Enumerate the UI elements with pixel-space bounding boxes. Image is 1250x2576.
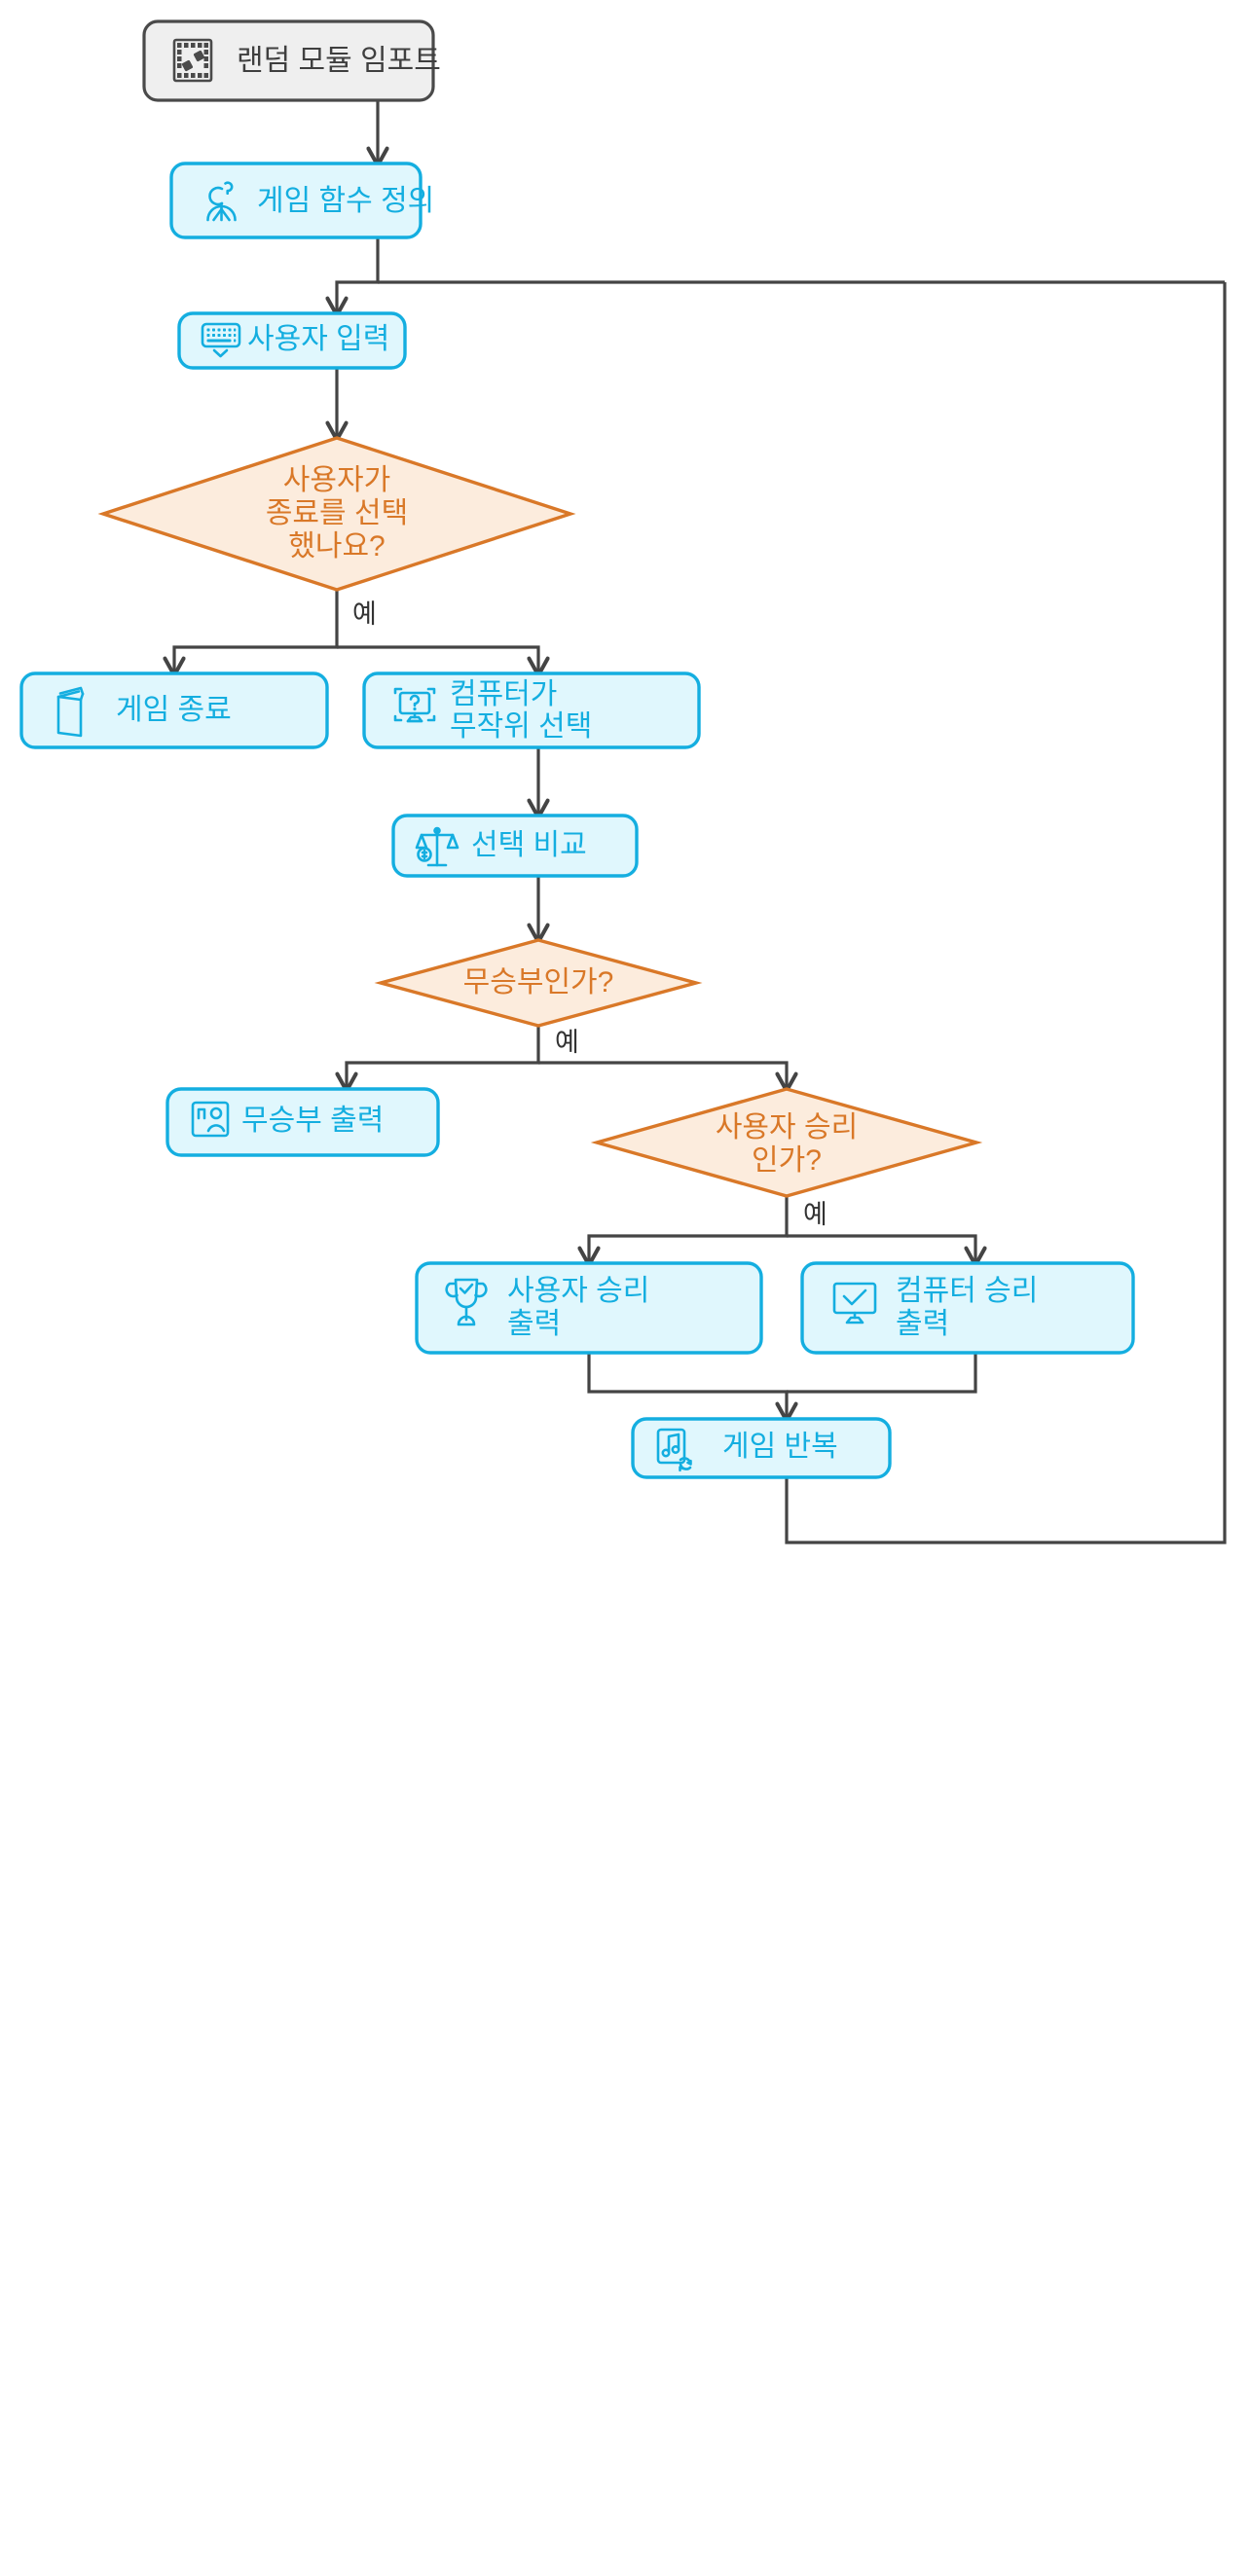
- node-print-computer-win[interactable]: 컴퓨터 승리 출력: [800, 1261, 1135, 1355]
- node-quit-decision[interactable]: 사용자가 종료를 선택 했나요?: [97, 436, 576, 592]
- node-repeat-game-shape: [631, 1417, 892, 1479]
- edge-quit-split-right: [337, 645, 538, 673]
- node-repeat-game[interactable]: 게임 반복: [631, 1417, 892, 1479]
- node-quit-decision-line-2: 했나요?: [288, 530, 386, 562]
- edge-label-draw-yes: 예: [555, 1028, 579, 1057]
- node-user-input-label: 사용자 입력: [247, 323, 389, 355]
- edge-label-user-win-yes: 예: [803, 1200, 827, 1229]
- edge-repeat-loopback: [785, 282, 1227, 1544]
- node-print-user-win-line-1: 출력: [507, 1308, 561, 1340]
- node-import-random-label: 랜덤 모듈 임포트: [237, 45, 441, 77]
- node-import-random-shape: [142, 19, 435, 102]
- node-user-input[interactable]: 사용자 입력: [177, 311, 407, 370]
- node-user-win-decision-line-1: 인가?: [752, 1144, 822, 1177]
- node-computer-pick-shape: [362, 671, 701, 749]
- edge-define-to-input: [337, 237, 380, 313]
- node-print-draw-label: 무승부 출력: [241, 1105, 384, 1137]
- edge-userwin-to-repeat: [587, 1353, 787, 1419]
- music-repeat-icon: [656, 1428, 692, 1472]
- node-repeat-game-label: 게임 반복: [722, 1431, 838, 1463]
- dice-module-icon: [172, 38, 213, 83]
- node-import-random[interactable]: 랜덤 모듈 임포트: [142, 19, 441, 102]
- trophy-check-icon: [445, 1278, 488, 1326]
- node-end-game-shape: [19, 671, 329, 749]
- node-print-computer-win-shape: [800, 1261, 1135, 1355]
- node-draw-decision-line-0: 무승부인가?: [463, 966, 614, 998]
- node-computer-pick-line-1: 무작위 선택: [450, 710, 592, 743]
- node-compare-choices[interactable]: 선택 비교: [391, 814, 639, 878]
- node-draw-decision-shape: [374, 938, 703, 1028]
- node-computer-pick-line-0: 컴퓨터가: [450, 678, 557, 710]
- edge-userwin-split-right: [787, 1234, 975, 1263]
- node-compare-choices-label: 선택 비교: [471, 829, 587, 861]
- node-print-computer-win-line-1: 출력: [896, 1308, 949, 1340]
- node-quit-decision-shape: [97, 436, 576, 592]
- keyboard-icon: [201, 322, 241, 358]
- book-icon: [56, 686, 85, 738]
- node-print-user-win[interactable]: 사용자 승리 출력: [415, 1261, 763, 1355]
- node-user-win-decision-line-0: 사용자 승리: [716, 1111, 858, 1143]
- node-define-game-fn-label: 게임 함수 정의: [257, 185, 434, 217]
- node-print-draw-shape: [165, 1087, 440, 1157]
- node-draw-decision[interactable]: 무승부인가?: [374, 938, 703, 1028]
- node-print-computer-win-line-0: 컴퓨터 승리: [896, 1275, 1038, 1307]
- edges-layer: [174, 100, 1227, 1544]
- monitor-question-icon: [393, 687, 436, 723]
- edge-label-quit-yes: 예: [352, 599, 377, 629]
- monitor-check-icon: [832, 1282, 877, 1324]
- node-user-win-decision[interactable]: 사용자 승리 인가?: [590, 1087, 983, 1198]
- balance-scale-icon: [415, 826, 460, 867]
- function-person-icon: [206, 181, 237, 222]
- node-define-game-fn-shape: [169, 162, 423, 239]
- node-end-game-label: 게임 종료: [116, 694, 232, 726]
- edge-computerwin-to-repeat: [787, 1353, 977, 1394]
- edge-draw-split-left: [347, 1026, 540, 1089]
- node-compare-choices-shape: [391, 814, 639, 878]
- node-print-user-win-line-0: 사용자 승리: [507, 1275, 649, 1307]
- node-print-draw[interactable]: 무승부 출력: [165, 1087, 440, 1157]
- node-define-game-fn[interactable]: 게임 함수 정의: [169, 162, 434, 239]
- node-quit-decision-line-0: 사용자가: [283, 464, 390, 496]
- node-user-input-shape: [177, 311, 407, 370]
- node-user-win-decision-shape: [590, 1087, 983, 1198]
- node-quit-decision-line-1: 종료를 선택: [266, 497, 408, 529]
- edge-quit-split-left: [174, 590, 339, 673]
- node-print-user-win-shape: [415, 1261, 763, 1355]
- node-computer-pick[interactable]: 컴퓨터가 무작위 선택: [362, 671, 701, 749]
- id-card-icon: [191, 1101, 230, 1138]
- node-end-game[interactable]: 게임 종료: [19, 671, 329, 749]
- edge-userwin-split-left: [589, 1196, 789, 1263]
- edge-draw-split-right: [538, 1061, 787, 1089]
